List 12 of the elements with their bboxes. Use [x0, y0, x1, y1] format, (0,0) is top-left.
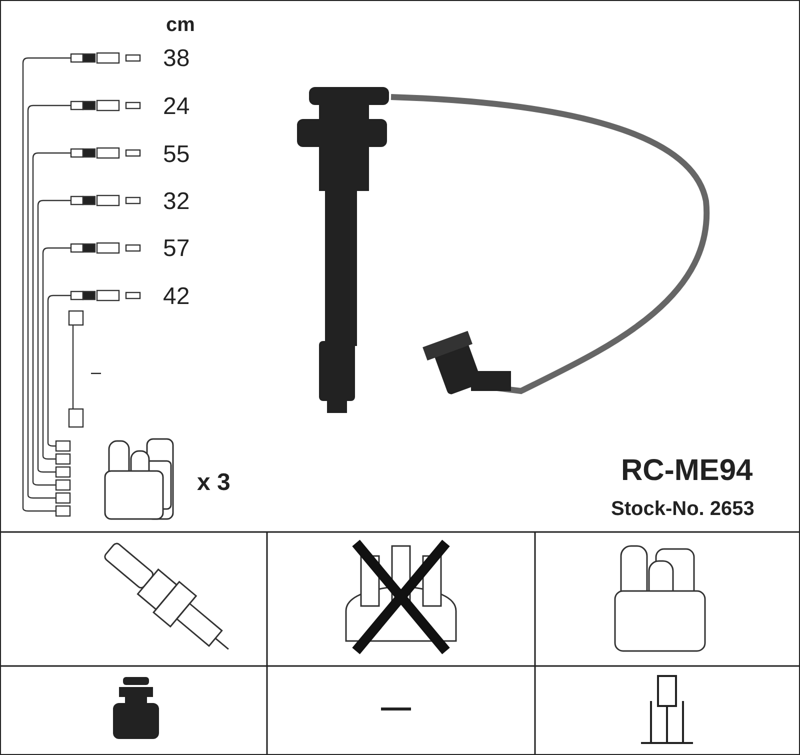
quantity-label: x 3: [197, 471, 230, 495]
length-label: 42: [163, 285, 190, 309]
dash-label: —: [381, 693, 411, 723]
part-number: RC-ME94: [621, 456, 753, 486]
length-label: 55: [163, 143, 190, 167]
length-label: 38: [163, 47, 190, 71]
length-label: 24: [163, 95, 190, 119]
length-label: 57: [163, 237, 190, 261]
unit-label: cm: [166, 15, 195, 35]
dash-label: –: [91, 363, 102, 381]
length-label: 32: [163, 190, 190, 214]
stock-number: Stock-No. 2653: [611, 499, 754, 519]
